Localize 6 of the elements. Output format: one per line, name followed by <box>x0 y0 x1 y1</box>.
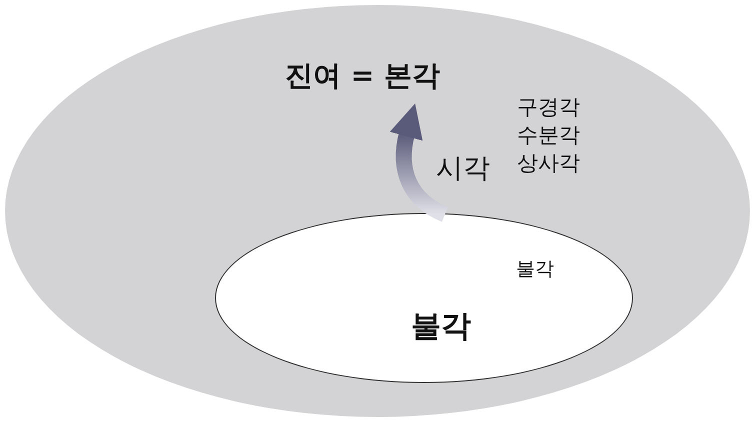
region-title: 불각 <box>411 308 471 346</box>
region-label: 불각 <box>516 257 554 282</box>
stage-label: 구경각 <box>517 94 580 121</box>
stage-label: 상사각 <box>517 150 580 177</box>
stage-label: 수분각 <box>517 122 580 149</box>
heading-text: 진여 = 본각 <box>285 58 440 94</box>
